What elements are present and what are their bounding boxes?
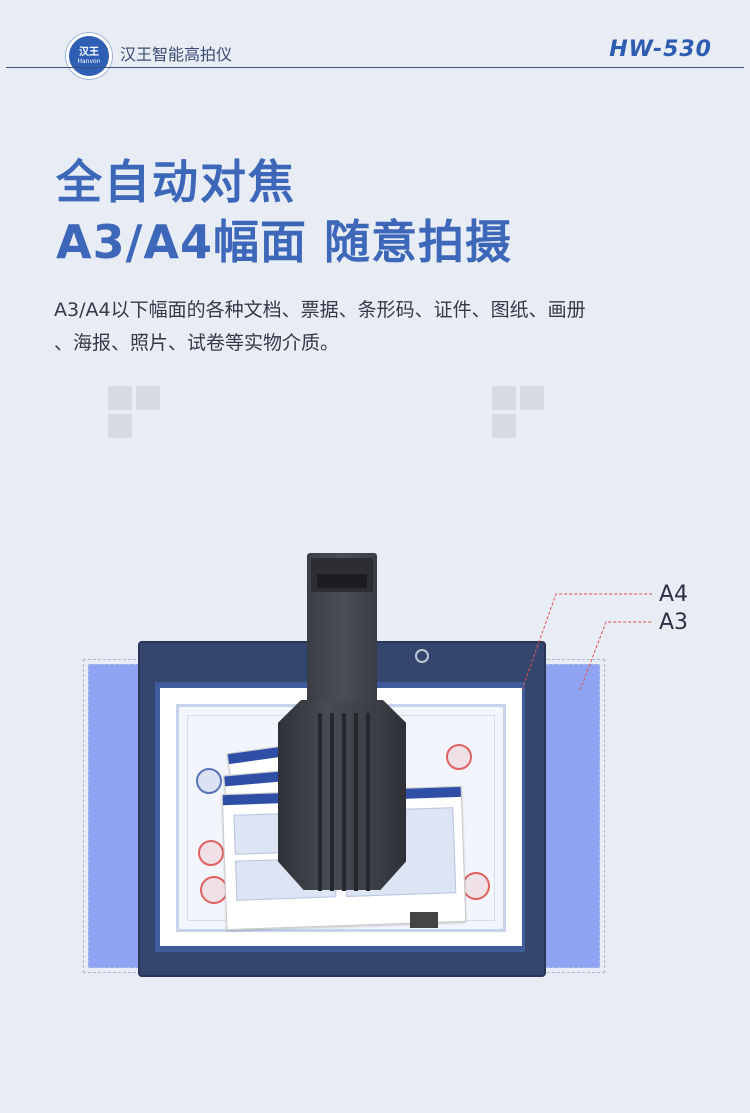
head-rib (354, 713, 358, 891)
a4-leader (521, 593, 652, 691)
head-rib (342, 713, 346, 891)
stamp-icon (446, 744, 472, 770)
qr-code-icon (410, 912, 438, 928)
hanvon-logo: 汉王 Hanvon (66, 33, 112, 79)
headline-line-1: 全自动对焦 (56, 155, 296, 209)
logo-text: 汉王 (79, 47, 99, 58)
a3-label: A3 (659, 610, 689, 635)
head-rib (330, 713, 334, 891)
a4-label: A4 (659, 582, 689, 607)
watermark-mark (108, 386, 160, 438)
power-icon (415, 649, 429, 663)
brand-name: 汉王智能高拍仪 (120, 45, 233, 64)
description-line-1: A3/A4以下幅面的各种文档、票据、条形码、证件、图纸、画册 (54, 299, 586, 321)
stamp-icon (462, 872, 490, 900)
headline-line-2: A3/A4幅面 随意拍摄 (56, 215, 513, 269)
description-line-2: 、海报、照片、试卷等实物介质。 (54, 332, 340, 354)
head-rib (318, 713, 322, 891)
header: 汉王 Hanvon 汉王智能高拍仪 HW-530 (0, 0, 750, 79)
model-number: HW-530 (609, 37, 712, 62)
description: A3/A4以下幅面的各种文档、票据、条形码、证件、图纸、画册 、海报、照片、试卷… (54, 294, 724, 360)
a3-leader (579, 621, 652, 691)
logo-subtext: Hanvon (77, 58, 101, 65)
head-rib (366, 713, 370, 891)
header-divider (6, 67, 744, 68)
camera-slot (317, 574, 367, 588)
stamp-icon (196, 768, 222, 794)
watermark-mark (492, 386, 544, 438)
